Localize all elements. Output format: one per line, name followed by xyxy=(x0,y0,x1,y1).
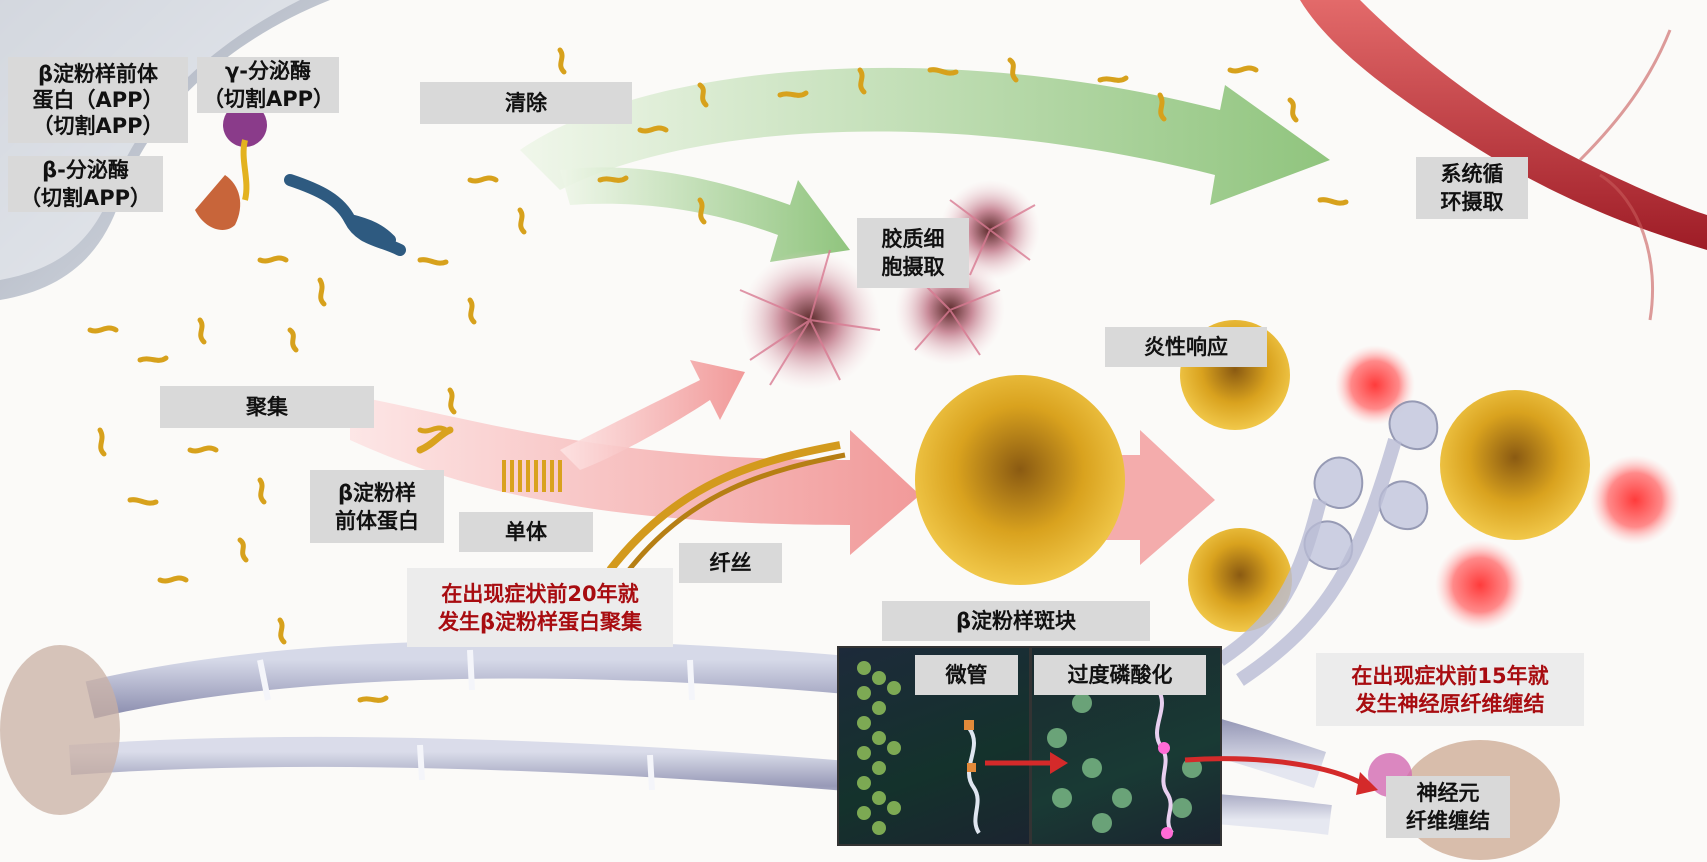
monomer-label: 单体 xyxy=(459,512,593,552)
beta-secretase-label: β-分泌酶 （切割APP） xyxy=(8,156,163,212)
precursor-label: β淀粉样 前体蛋白 xyxy=(310,470,444,543)
inflammation-label: 炎性响应 xyxy=(1105,327,1267,367)
glial-uptake-label: 胶质细 胞摄取 xyxy=(857,218,969,288)
systemic-uptake-label: 系统循 环摄取 xyxy=(1416,157,1528,219)
plaque-label: β淀粉样斑块 xyxy=(882,601,1150,641)
tangle-label: 神经元 纤维缠结 xyxy=(1386,776,1510,838)
fibril-label: 纤丝 xyxy=(679,543,782,583)
hyperphosphorylation-label: 过度磷酸化 xyxy=(1034,655,1206,695)
microtubule-label: 微管 xyxy=(915,655,1018,695)
amyloid-timeline-note: 在出现症状前20年就 发生β淀粉样蛋白聚集 xyxy=(407,568,673,647)
aggregation-label: 聚集 xyxy=(160,386,374,428)
clearance-label: 清除 xyxy=(420,82,632,124)
gamma-secretase-label: γ-分泌酶 （切割APP） xyxy=(197,57,339,113)
app-label: β淀粉样前体 蛋白（APP） （切割APP） xyxy=(8,57,188,143)
tangle-timeline-note: 在出现症状前15年就 发生神经原纤维缠结 xyxy=(1316,653,1584,726)
